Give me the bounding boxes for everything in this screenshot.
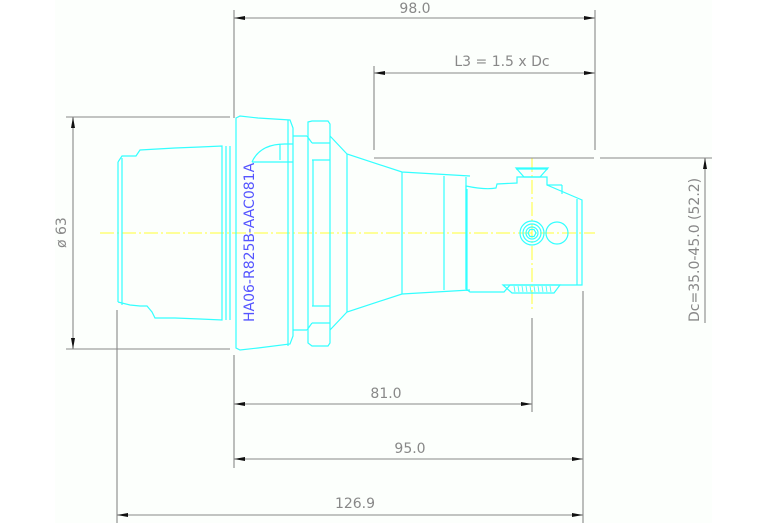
v-groove [293,135,307,331]
dim-95-text: 95.0 [394,441,425,457]
flange-collar [306,120,331,347]
flange-key-slot [251,143,293,163]
drawing-sheet [55,0,712,523]
clamp-hole [545,221,569,245]
dimensions: 98.0 L3 = 1.5 x Dc Dc=35.0-45.0 (52.2) ø… [54,1,712,523]
dial-knurling [513,285,552,293]
tool-holder-outline [117,115,583,351]
dim-81-text: 81.0 [370,386,401,402]
cutting-insert [514,167,550,178]
knurled-dial [501,284,562,294]
adjustment-screw [519,220,545,246]
part-number-label: HA06-R825B-AAC081A [242,162,258,322]
dim-l3-text: L3 = 1.5 x Dc [454,54,549,70]
hsk-shank [117,145,223,321]
dim-dc-text: Dc=35.0-45.0 (52.2) [687,178,703,322]
boring-head [465,176,583,293]
dim-126-text: 126.9 [335,496,375,512]
dim-d63-text: ø 63 [54,217,70,248]
dim-98-text: 98.0 [399,1,430,17]
flange [235,115,294,351]
taper-body [329,135,471,331]
